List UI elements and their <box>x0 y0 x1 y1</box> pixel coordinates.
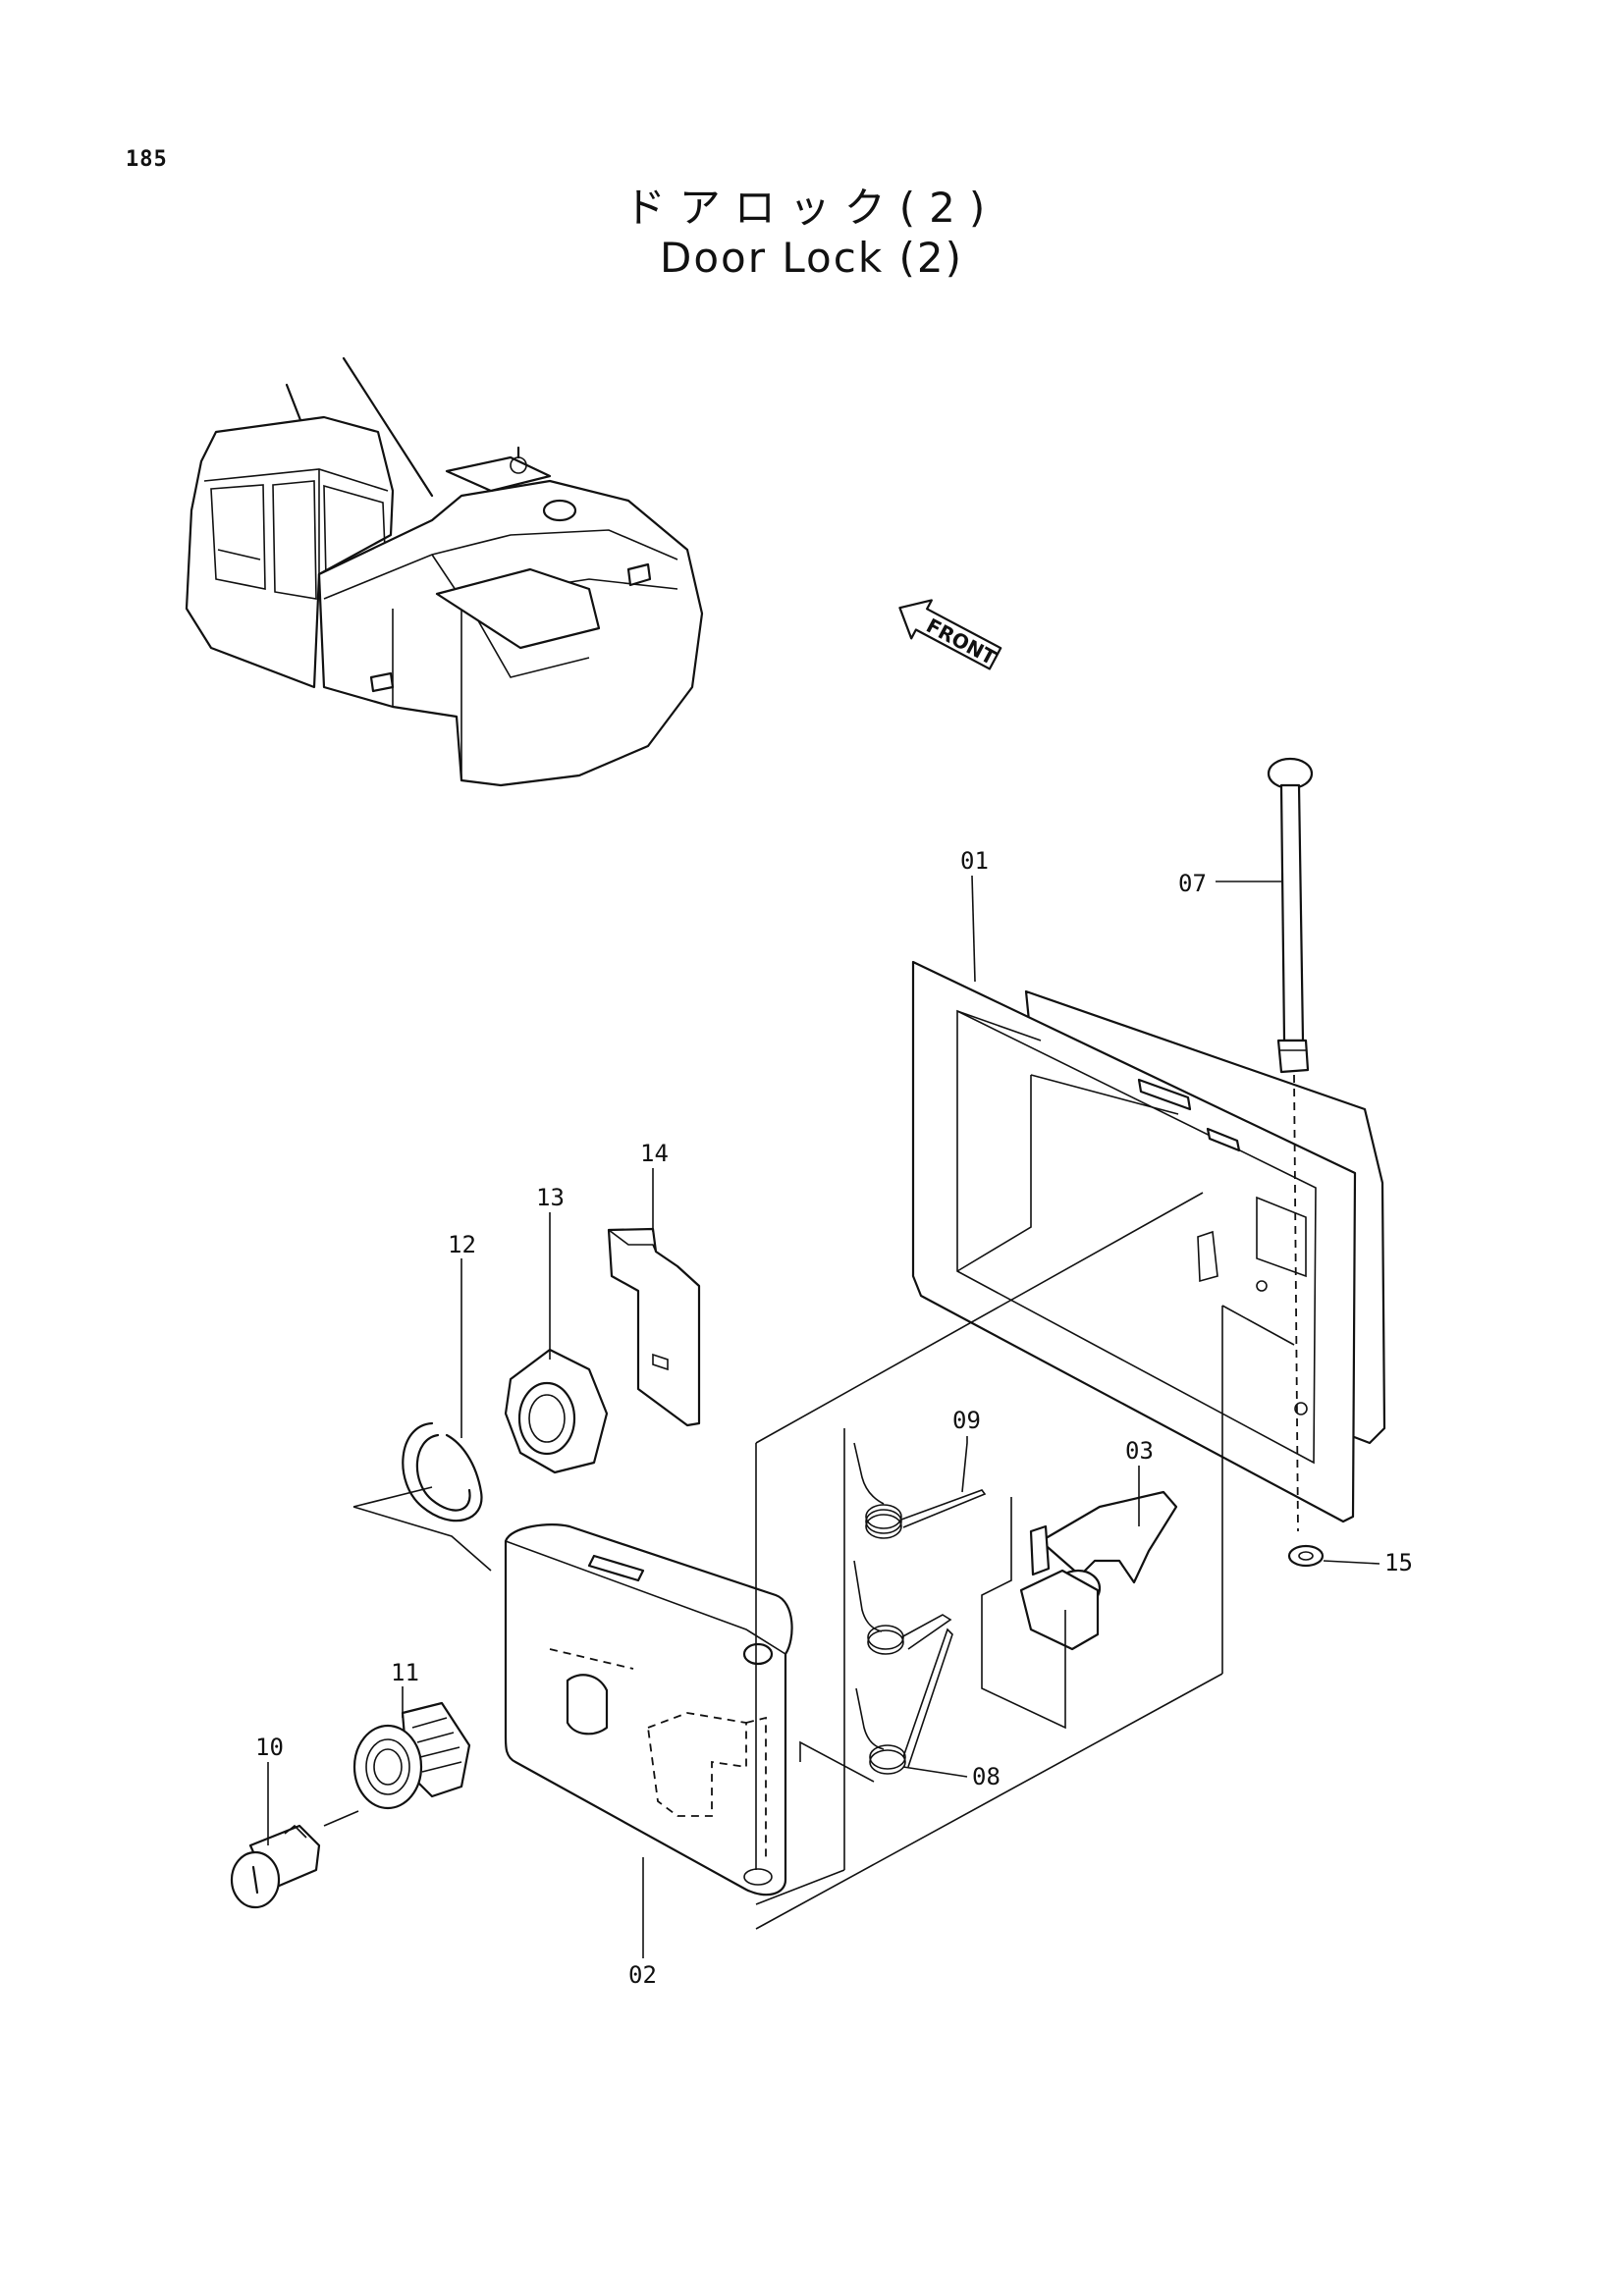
label-11: 11 <box>391 1659 419 1686</box>
part-13-nut <box>504 1348 609 1474</box>
label-07: 07 <box>1178 870 1207 897</box>
label-03: 03 <box>1125 1437 1154 1465</box>
part-15-e-ring <box>1287 1544 1325 1568</box>
label-01: 01 <box>960 847 989 875</box>
label-02: 02 <box>628 1961 657 1989</box>
part-12-snap-ring <box>402 1421 483 1522</box>
title-english: Door Lock (2) <box>660 234 963 282</box>
part-10-key-cylinder <box>230 1824 321 1909</box>
part-08-springs <box>853 1560 953 1775</box>
part-02-lock-body <box>504 1523 793 1896</box>
title-japanese: ドアロック(2) <box>623 184 1000 232</box>
part-03-latch-lever <box>1019 1490 1178 1651</box>
front-direction-arrow: FRONT <box>898 599 1002 670</box>
part-labels: 01 07 14 13 12 09 03 15 11 10 08 02 <box>255 847 1413 1989</box>
part-09-torsion-spring <box>853 1442 987 1539</box>
label-14: 14 <box>640 1140 669 1167</box>
assembly-lines <box>323 1192 1295 1930</box>
label-09: 09 <box>952 1407 981 1434</box>
leader-lines <box>267 875 1380 1958</box>
label-13: 13 <box>536 1184 565 1211</box>
label-08: 08 <box>972 1763 1001 1790</box>
label-15: 15 <box>1384 1549 1413 1576</box>
part-07-pin <box>1267 757 1314 1532</box>
excavator-locator-illustration <box>185 356 704 787</box>
page-number: 185 <box>126 147 168 172</box>
part-11-bushing <box>352 1701 471 1810</box>
label-12: 12 <box>448 1231 476 1258</box>
part-14-plate <box>607 1227 701 1427</box>
label-10: 10 <box>255 1734 284 1761</box>
